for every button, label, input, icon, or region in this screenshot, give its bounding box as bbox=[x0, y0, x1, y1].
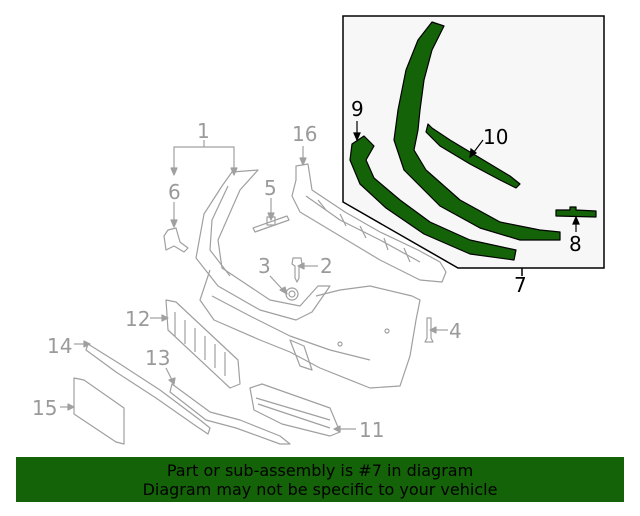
part-15-plate bbox=[60, 377, 125, 445]
callout-10[interactable]: 10 bbox=[483, 125, 509, 149]
part-3-bolt bbox=[269, 275, 299, 301]
callout-12[interactable]: 12 bbox=[125, 307, 151, 331]
callout-8[interactable]: 8 bbox=[569, 232, 582, 256]
callout-3[interactable]: 3 bbox=[258, 254, 271, 278]
part-9-bracket bbox=[349, 135, 517, 261]
banner-line-disclaimer: Diagram may not be specific to your vehi… bbox=[142, 480, 498, 499]
part-1-bumper-frame bbox=[195, 169, 331, 321]
part-13-strip bbox=[165, 367, 291, 445]
part-12-grille bbox=[150, 299, 241, 389]
callout-2[interactable]: 2 bbox=[320, 254, 333, 278]
part-8-clip bbox=[555, 206, 597, 218]
callout-15[interactable]: 15 bbox=[32, 396, 58, 420]
callout-1[interactable]: 1 bbox=[197, 119, 210, 143]
part-11-lower-grille bbox=[249, 383, 356, 437]
part-2-screw bbox=[291, 257, 318, 283]
part-6-bracket bbox=[163, 202, 189, 253]
callout-11[interactable]: 11 bbox=[359, 418, 385, 442]
callout-5[interactable]: 5 bbox=[264, 176, 277, 200]
part-14-strip bbox=[74, 340, 211, 435]
callout-4[interactable]: 4 bbox=[449, 319, 462, 343]
callout-7[interactable]: 7 bbox=[514, 273, 527, 297]
part-bumper-cover bbox=[199, 269, 421, 389]
part-5-pin bbox=[252, 198, 290, 233]
info-banner: Part or sub-assembly is #7 in diagram Di… bbox=[16, 457, 624, 502]
callout-16[interactable]: 16 bbox=[292, 122, 318, 146]
part-16-absorber bbox=[291, 146, 447, 283]
callout-13[interactable]: 13 bbox=[145, 346, 171, 370]
callout-1-leader bbox=[170, 140, 238, 176]
part-10-strip bbox=[425, 123, 521, 189]
callout-9[interactable]: 9 bbox=[351, 97, 364, 121]
callout-14[interactable]: 14 bbox=[47, 334, 73, 358]
callout-6[interactable]: 6 bbox=[168, 180, 181, 204]
banner-line-part-number: Part or sub-assembly is #7 in diagram bbox=[166, 461, 474, 480]
part-7-upper-bracket bbox=[393, 21, 561, 241]
part-4-bolt bbox=[424, 317, 448, 343]
part-7-inset bbox=[342, 15, 605, 276]
